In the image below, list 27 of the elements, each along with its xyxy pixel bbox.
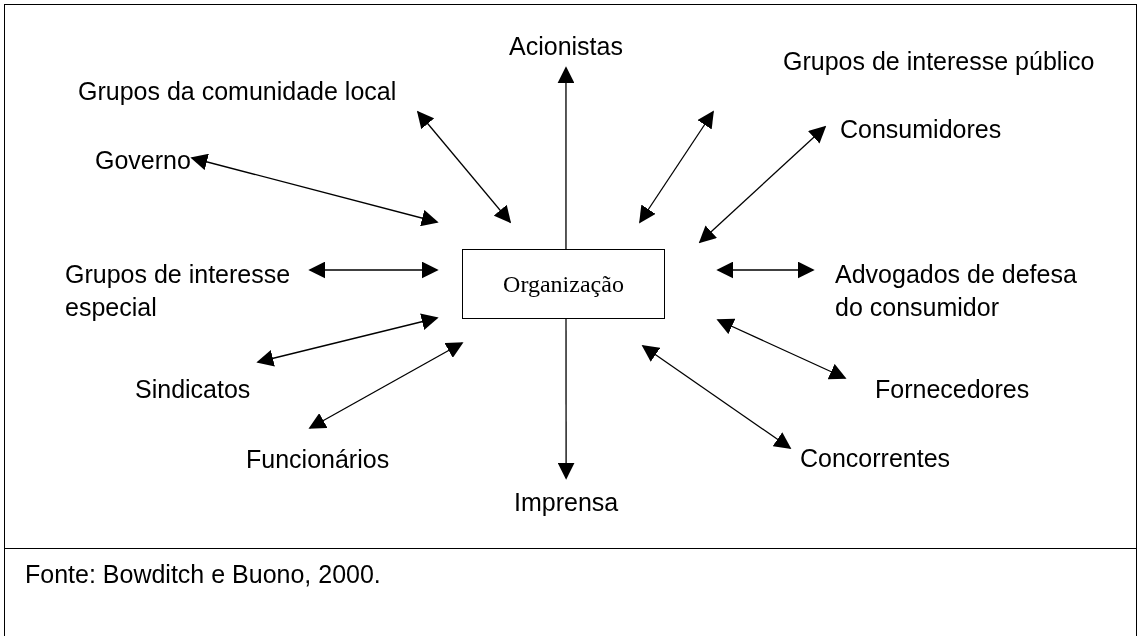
stakeholder-label: Concorrentes <box>800 442 951 475</box>
arrow <box>557 318 575 480</box>
stakeholder-label: Grupos da comunidade local <box>78 75 397 108</box>
arrow <box>256 313 439 367</box>
arrow <box>557 66 575 250</box>
source-caption: Fonte: Bowditch e Buono, 2000. <box>25 559 381 590</box>
stakeholder-label: Consumidores <box>840 113 1002 146</box>
stakeholder-label: Acionistas <box>509 30 623 63</box>
arrow <box>416 110 512 224</box>
arrow <box>716 318 847 380</box>
arrow <box>641 345 792 449</box>
arrow <box>698 125 827 244</box>
organization-box <box>462 249 665 319</box>
box-label: Organização <box>503 270 624 298</box>
stakeholder-label: Grupos de interesse especial <box>65 258 315 324</box>
stakeholder-label: Grupos de interesse público <box>783 45 1095 78</box>
stakeholder-label: Fornecedores <box>875 373 1030 406</box>
arrow <box>308 261 439 279</box>
stakeholder-label: Advogados de defesa do consumidor <box>835 258 1095 324</box>
arrow <box>308 342 464 429</box>
stakeholder-label: Sindicatos <box>135 373 251 406</box>
stakeholder-label: Funcionários <box>246 443 390 476</box>
stakeholder-label: Governo <box>95 144 191 177</box>
arrow <box>639 110 714 224</box>
arrow <box>716 261 815 279</box>
arrow <box>190 153 439 227</box>
stakeholder-label: Imprensa <box>514 486 619 519</box>
